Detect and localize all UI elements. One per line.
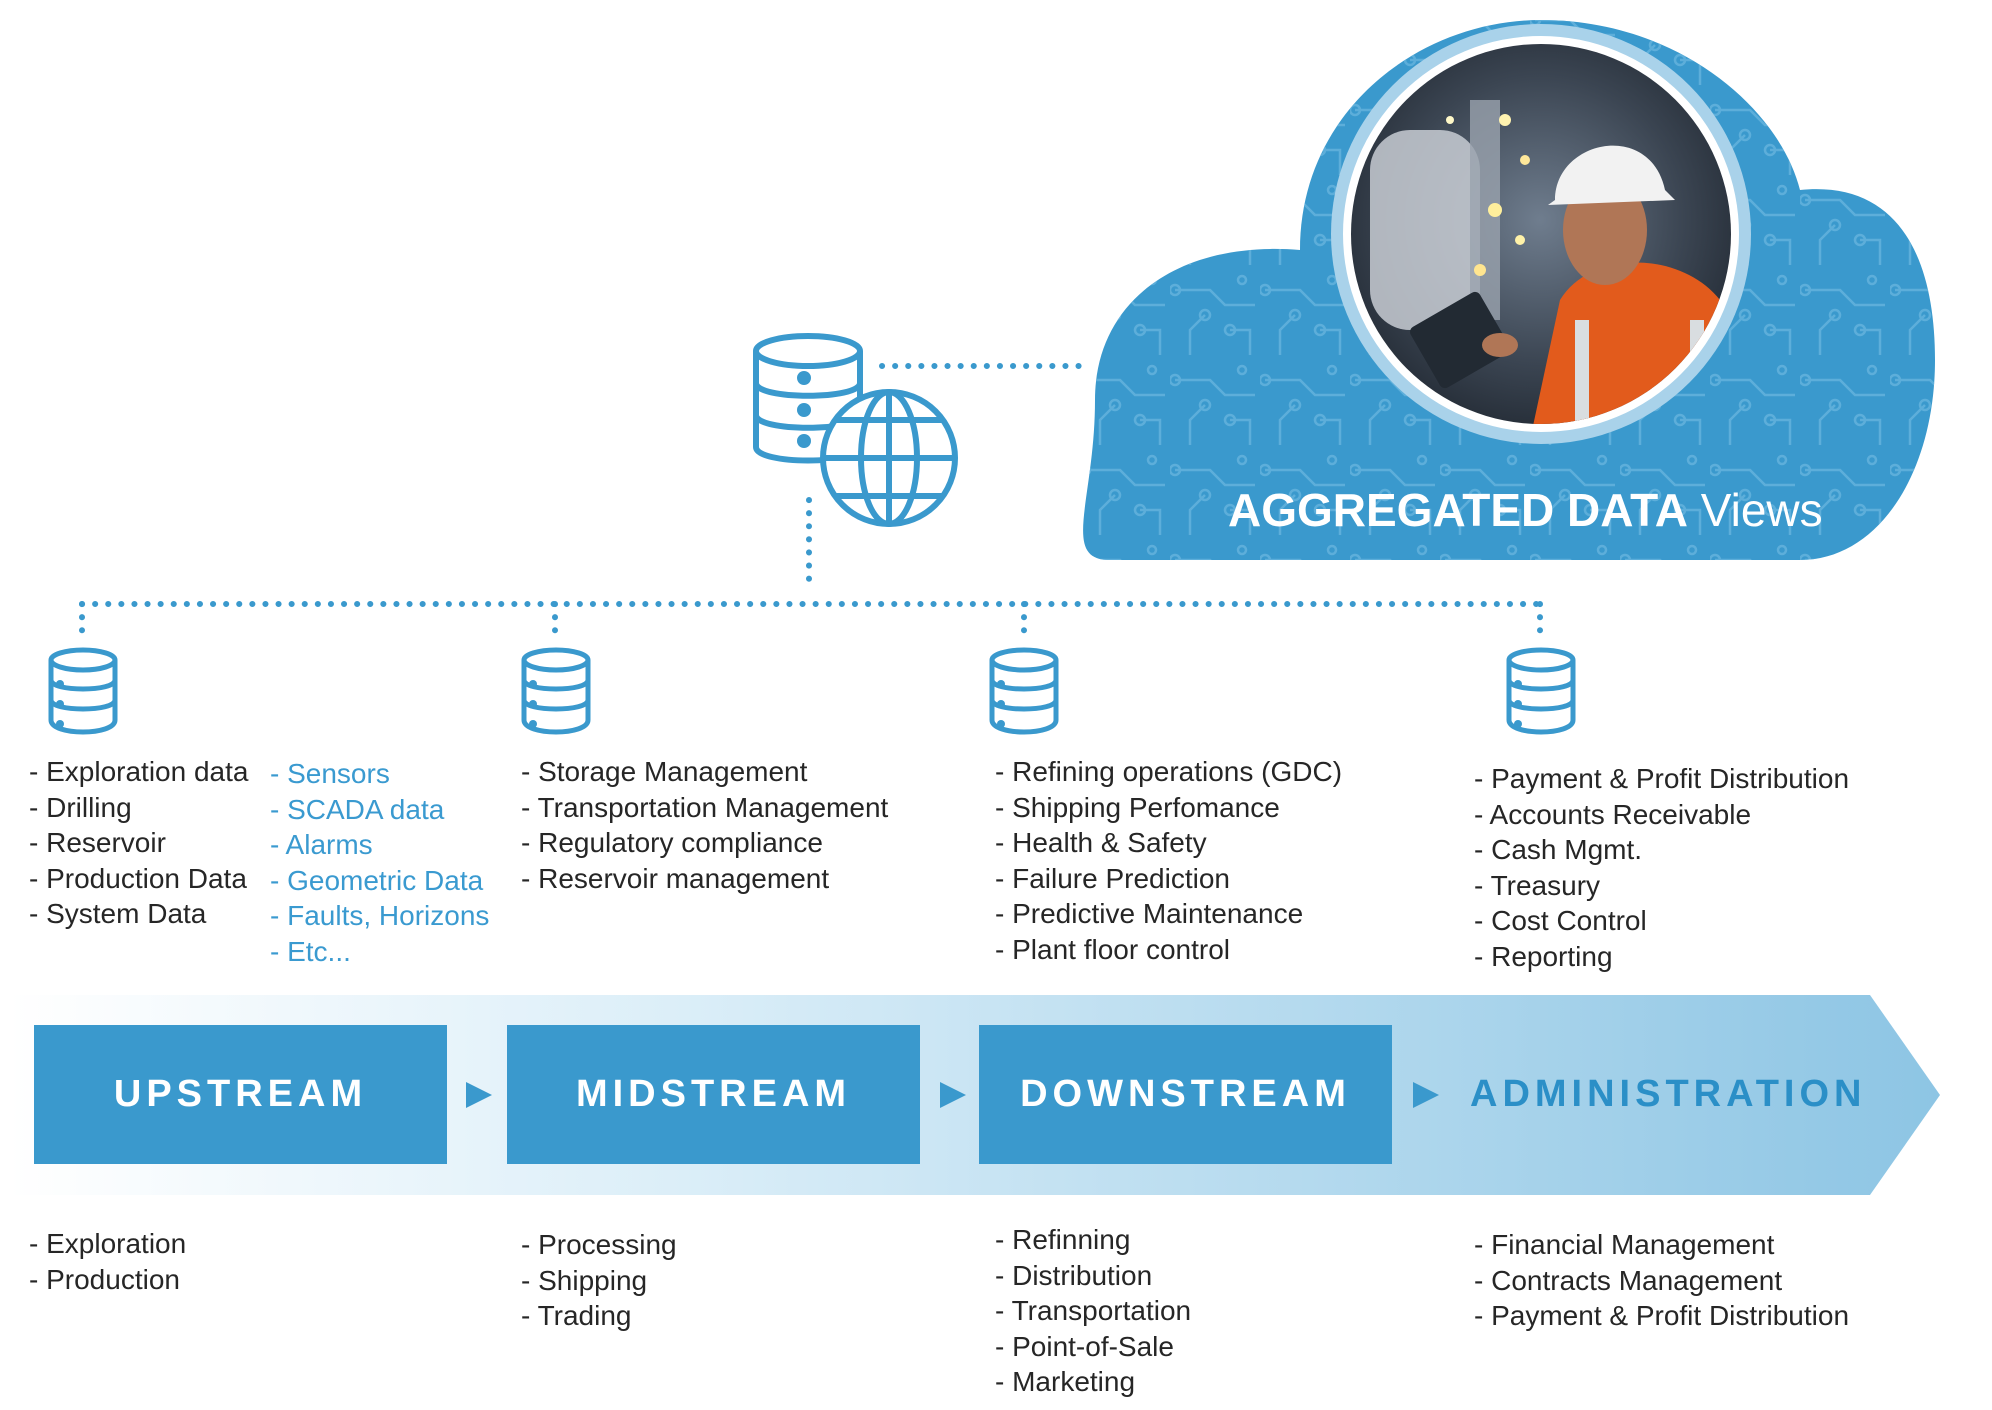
midstream-segment-list: - Processing - Shipping - Trading [521,1227,677,1334]
list-item: - Payment & Profit Distribution [1474,1300,1850,1331]
list-item: - Treasury [1474,869,1601,901]
list-item: - Point-of-Sale [995,1330,1174,1362]
list-item: - Transportation [995,1295,1192,1326]
administration-data-list: - Payment & Profit Distribution - Accoun… [1474,761,1849,974]
list-item: - Reporting [1474,940,1613,972]
stage-administration: ADMINISTRATION [1470,1073,1867,1115]
list-item: - Sensors [270,758,390,789]
list-item: - Distribution [995,1259,1153,1291]
list-item: - Shipping [521,1264,648,1296]
cloud-title-bold: AGGREGATED DATA [1228,484,1688,536]
stage-downstream: DOWNSTREAM [979,1025,1392,1164]
list-item: - Financial Management [1474,1229,1775,1260]
stage-arrow-icon [1413,1082,1439,1108]
cloud-title-light: Views [1700,484,1823,536]
value-chain-band [8,995,1940,1195]
list-item: - Cost Control [1474,905,1647,936]
list-item: - Predictive Maintenance [995,898,1304,929]
list-item: - Failure Prediction [995,862,1230,894]
list-item: - Contracts Management [1474,1264,1783,1296]
connector-lines [79,363,1543,645]
list-item: - SCADA data [270,793,445,825]
list-item: - Exploration [29,1228,187,1259]
list-item: - Shipping Perfomance [995,791,1280,823]
list-item: - Faults, Horizons [270,900,490,931]
database-icon [521,647,591,735]
upstream-sensor-list: - Sensors - SCADA data - Alarms - Geomet… [270,756,489,969]
administration-segment-list: - Financial Management - Contracts Manag… [1474,1227,1849,1334]
downstream-segment-list: - Refinning - Distribution - Transportat… [995,1222,1191,1400]
upstream-data-list: - Exploration data - Drilling - Reservoi… [29,754,248,932]
list-item: - Storage Management [521,756,808,787]
list-item: - Regulatory compliance [521,827,823,858]
database-icon [989,647,1059,735]
worker-photo [1331,24,1751,444]
stage-upstream: UPSTREAM [34,1025,447,1164]
list-item: - Reservoir [29,827,166,858]
stage-arrow-icon [466,1082,492,1108]
list-item: - Processing [521,1229,677,1260]
list-item: - Transportation Management [521,791,889,823]
list-item: - Refining operations (GDC) [995,756,1343,787]
list-item: - Cash Mgmt. [1474,834,1643,865]
list-item: - Payment & Profit Distribution [1474,763,1850,794]
list-item: - Plant floor control [995,933,1230,965]
list-item: - Trading [521,1300,632,1331]
list-item: - Geometric Data [270,864,484,896]
list-item: - Etc... [270,935,351,967]
list-item: - Alarms [270,829,373,860]
upstream-segment-list: - Exploration - Production [29,1226,186,1297]
database-globe-icon [753,333,958,527]
list-item: - Production Data [29,862,247,894]
list-item: - Reservoir management [521,862,830,894]
list-item: - Marketing [995,1366,1136,1397]
list-item: - Production [29,1263,180,1295]
database-icon [1506,647,1576,735]
list-item: - Drilling [29,791,132,823]
midstream-data-list: - Storage Management - Transportation Ma… [521,754,888,896]
database-icon [48,647,118,735]
list-item: - Health & Safety [995,827,1207,858]
cloud-title: AGGREGATED DATA Views [1228,483,1823,537]
list-item: - Exploration data [29,756,249,787]
stage-midstream: MIDSTREAM [507,1025,920,1164]
stage-arrow-icon [940,1082,966,1108]
list-item: - System Data [29,898,207,929]
downstream-data-list: - Refining operations (GDC) - Shipping P… [995,754,1342,967]
list-item: - Accounts Receivable [1474,798,1752,830]
list-item: - Refinning [995,1224,1131,1255]
